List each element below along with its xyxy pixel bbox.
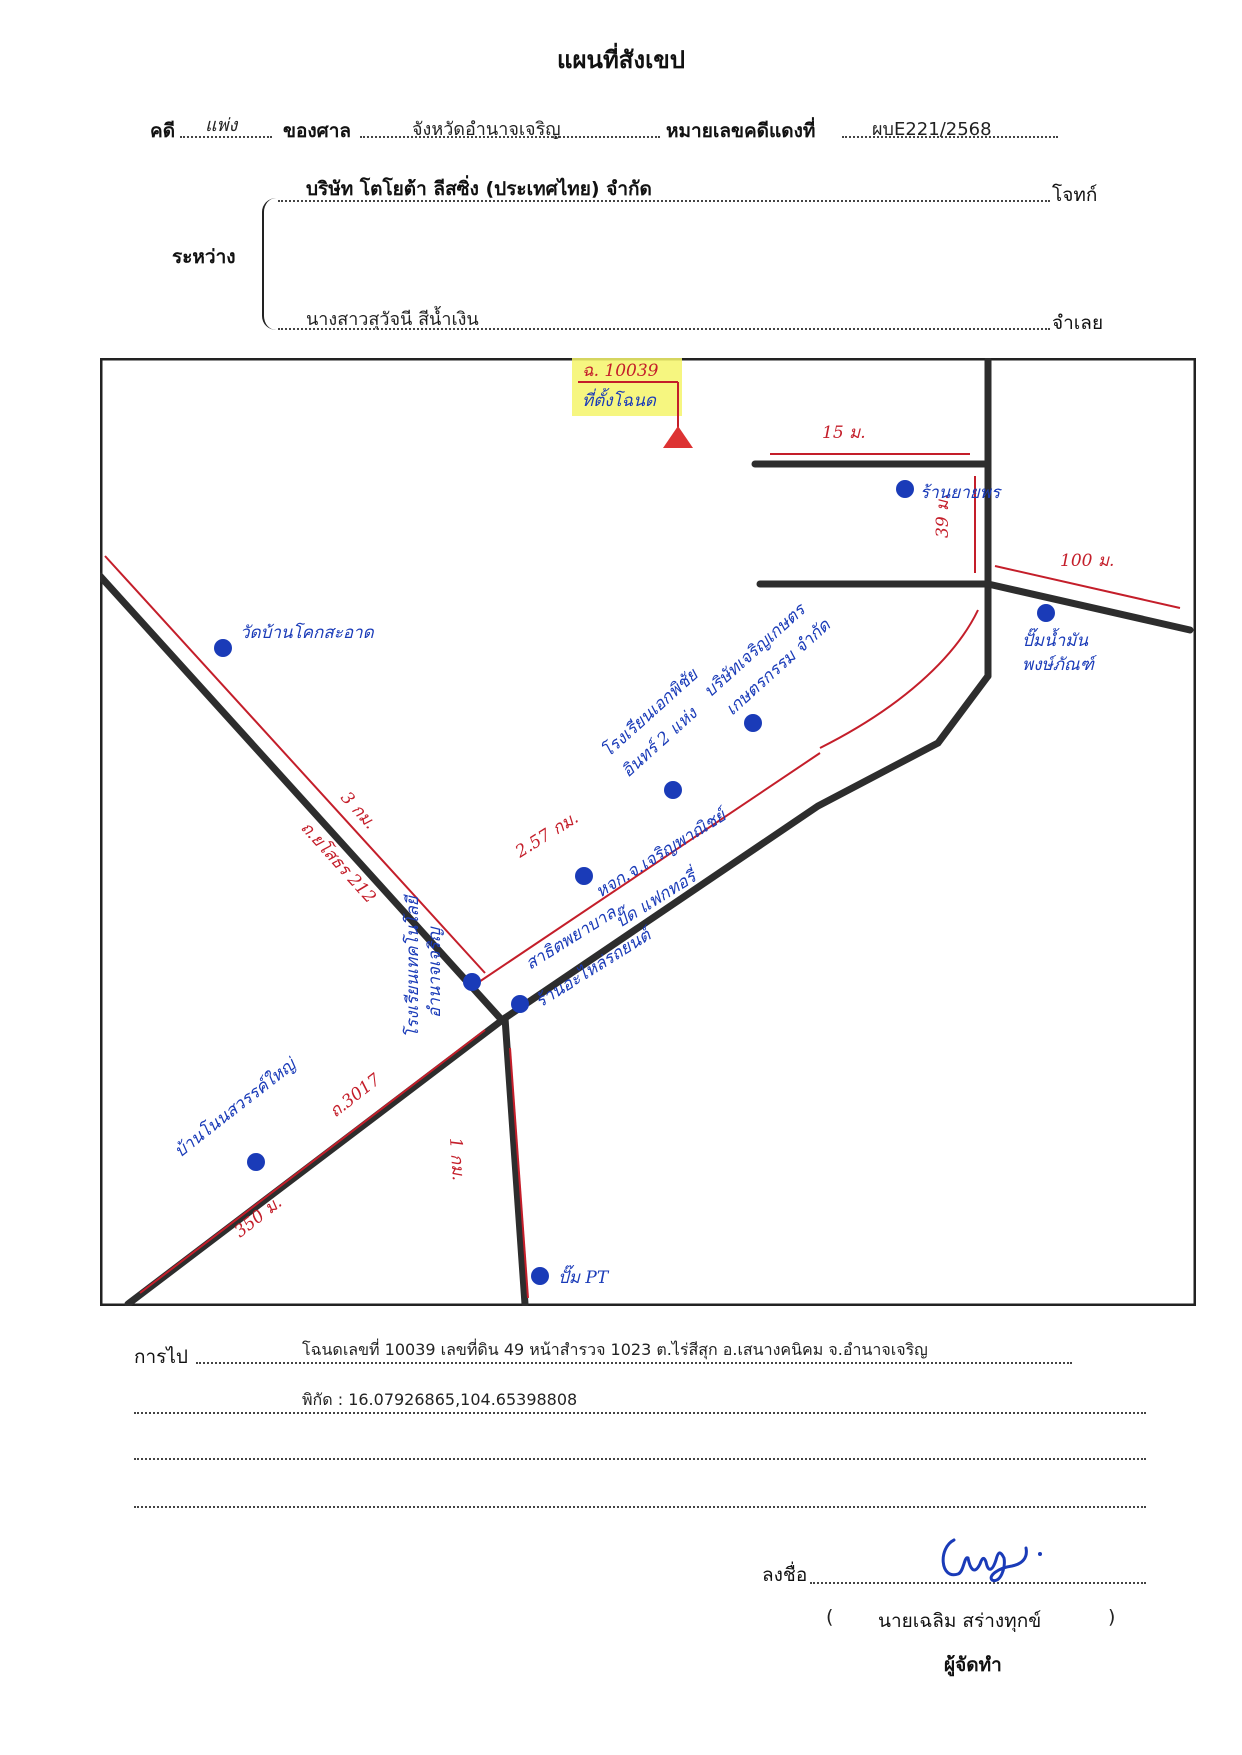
signer-name: นายเฉลิม สร่างทุกข์ (878, 1610, 1042, 1632)
sign-label: ลงชื่อ (762, 1564, 808, 1586)
signature-close-paren: ) (1108, 1606, 1116, 1628)
signer-role: ผู้จัดทำ (944, 1654, 1002, 1676)
shop-yaiporn-label: ร้านยายพร (920, 483, 1002, 503)
site-marker-icon (663, 426, 693, 448)
place-dot-school (664, 781, 682, 799)
deed-highlight (572, 358, 682, 416)
party-brace (262, 198, 284, 330)
dist-1km: 1 กม. (445, 1137, 468, 1181)
wat-label: วัดบ้านโคกสะอาด (240, 622, 375, 643)
place-dot-coop (575, 867, 593, 885)
red-case-label: หมายเลขคดีแดงที่ (666, 120, 816, 142)
sketch-map: ฉ. 10039 ที่ตั้งโฉนด 15 ม. 39 ม. 100 ม. … (100, 358, 1196, 1306)
road-yasothon-212 (100, 572, 504, 1022)
between-label: ระหว่าง (172, 246, 236, 268)
place-dot-company (744, 714, 762, 732)
place-dot-gas-station (1037, 604, 1055, 622)
place-dot-wat (214, 639, 232, 657)
dist-15m: 15 ม. (822, 423, 866, 443)
road-east-lane (984, 580, 1194, 634)
dist-39m: 39 ม. (933, 494, 953, 538)
signature-mark (941, 1538, 1042, 1583)
page-title: แผนที่สังเขป (557, 46, 685, 74)
case-label: คดี (150, 120, 176, 142)
place-dot-village (247, 1153, 265, 1171)
pump-pt-label: ปั๊ม PT (558, 1265, 610, 1288)
court-name: จังหวัดอำนาจเจริญ (412, 119, 561, 140)
place-dot-pump (531, 1267, 549, 1285)
signature-open-paren: ( (826, 1606, 834, 1628)
place-dot-clinic (511, 995, 529, 1013)
road-network (100, 358, 1194, 1306)
road-south-pt (501, 1014, 529, 1306)
directions-line-1: โฉนดเลขที่ 10039 เลขที่ดิน 49 หน้าสำรวจ … (302, 1340, 928, 1359)
site-label: ที่ตั้งโฉนด (582, 387, 657, 411)
plaintiff-label: โจทก์ (1052, 184, 1098, 206)
dist-100m: 100 ม. (1060, 551, 1114, 571)
gas-station-label-1: ปั๊มน้ำมัน (1022, 627, 1088, 651)
hospital-label-2: อำนาจเจริญ (425, 926, 445, 1018)
red-case-number: ผบE221/2568 (872, 119, 992, 140)
defendant-name: นางสาวสุวัจนี สีน้ำเงิน (306, 309, 479, 330)
place-dots (214, 480, 1055, 1285)
case-type: แพ่ง (205, 115, 238, 136)
defendant-label: จำเลย (1052, 312, 1104, 334)
court-label: ของศาล (283, 120, 352, 142)
measure-lines (104, 453, 1181, 1299)
map-frame (100, 358, 1196, 1306)
place-dot-shop (896, 480, 914, 498)
hospital-label-1: โรงเรียนเทคโนโลยี (402, 893, 423, 1038)
deed-label: ฉ. 10039 (582, 361, 659, 381)
gas-station-label-2: พงษ์ภัณฑ์ (1022, 655, 1098, 675)
place-dot-hospital (463, 973, 481, 991)
directions-line-2: พิกัด : 16.07926865,104.65398808 (302, 1390, 578, 1409)
directions-label: การไป (134, 1346, 188, 1368)
plaintiff-name: บริษัท โตโยต้า ลีสซิ่ง (ประเทศไทย) จำกัด (306, 178, 652, 200)
road-3017 (124, 672, 992, 1306)
